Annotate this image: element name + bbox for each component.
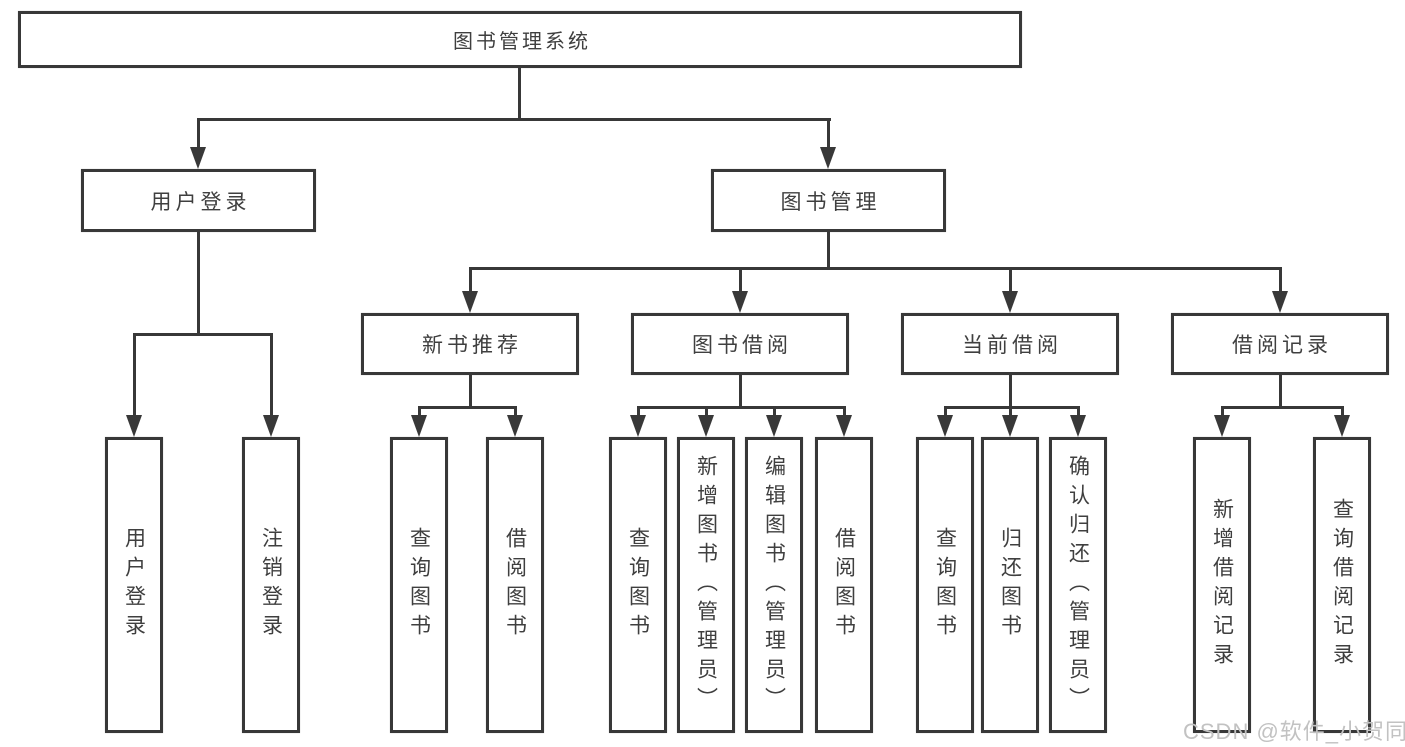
connector-line xyxy=(469,267,472,293)
leaf-query-borrow-record: 查询借阅记录 xyxy=(1313,437,1371,733)
node-label: 用户登录 xyxy=(122,527,146,643)
connector-line xyxy=(418,406,421,416)
leaf-borrow-books-borrowing: 借阅图书 xyxy=(815,437,873,733)
leaf-borrow-books-recommend: 借阅图书 xyxy=(486,437,544,733)
arrow-head-icon xyxy=(263,415,279,437)
connector-line xyxy=(1279,375,1282,409)
connector-line xyxy=(705,406,708,416)
arrow-head-icon xyxy=(1070,415,1086,437)
node-label: 用户登录 xyxy=(150,190,251,214)
connector-line xyxy=(827,118,830,150)
arrow-head-icon xyxy=(630,415,646,437)
connector-line xyxy=(469,375,472,409)
arrow-head-icon xyxy=(1334,415,1350,437)
arrow-head-icon xyxy=(820,147,836,169)
node-label: 查询图书 xyxy=(626,527,650,643)
arrow-head-icon xyxy=(1214,415,1230,437)
arrow-head-icon xyxy=(507,415,523,437)
arrow-head-icon xyxy=(937,415,953,437)
leaf-query-books-recommend: 查询图书 xyxy=(390,437,448,733)
node-label: 图书管理 xyxy=(780,190,881,214)
connector-line xyxy=(469,267,1282,270)
connector-line xyxy=(1009,267,1012,293)
node-label: 归还图书 xyxy=(998,527,1022,643)
connector-line xyxy=(1009,406,1012,416)
node-label: 确认归还（管理员） xyxy=(1066,454,1090,716)
arrow-head-icon xyxy=(836,415,852,437)
node-label: 查询借阅记录 xyxy=(1330,498,1354,672)
arrow-head-icon xyxy=(1272,291,1288,313)
csdn-watermark: CSDN @软件_小贺同学 xyxy=(1183,719,1405,744)
connector-line xyxy=(944,406,947,416)
connector-line xyxy=(518,68,521,121)
connector-line xyxy=(133,333,136,415)
arrow-head-icon xyxy=(732,291,748,313)
leaf-query-books-borrowing: 查询图书 xyxy=(609,437,667,733)
connector-line xyxy=(1221,406,1224,416)
node-current-borrowing: 当前借阅 xyxy=(901,313,1119,375)
arrow-head-icon xyxy=(698,415,714,437)
arrow-head-icon xyxy=(411,415,427,437)
connector-line xyxy=(270,333,273,415)
node-library-management-system: 图书管理系统 xyxy=(18,11,1022,68)
leaf-logout: 注销登录 xyxy=(242,437,300,733)
node-label: 当前借阅 xyxy=(962,334,1062,357)
connector-line xyxy=(133,333,273,336)
connector-line xyxy=(197,118,200,150)
leaf-user-login: 用户登录 xyxy=(105,437,163,733)
node-label: 借阅图书 xyxy=(832,527,856,643)
leaf-add-book-admin: 新增图书（管理员） xyxy=(677,437,735,733)
connector-line xyxy=(514,406,517,416)
connector-line xyxy=(197,118,831,121)
connector-line xyxy=(739,375,742,409)
node-label: 新增借阅记录 xyxy=(1210,498,1234,672)
connector-line xyxy=(739,267,742,293)
connector-line xyxy=(1077,406,1080,416)
connector-line xyxy=(944,406,1080,409)
connector-line xyxy=(843,406,846,416)
node-label: 编辑图书（管理员） xyxy=(762,454,786,716)
leaf-add-borrow-record: 新增借阅记录 xyxy=(1193,437,1251,733)
node-label: 借阅图书 xyxy=(503,527,527,643)
connector-line xyxy=(197,232,200,336)
arrow-head-icon xyxy=(1002,415,1018,437)
arrow-head-icon xyxy=(766,415,782,437)
arrow-head-icon xyxy=(462,291,478,313)
leaf-query-books-current: 查询图书 xyxy=(916,437,974,733)
arrow-head-icon xyxy=(1002,291,1018,313)
connector-line xyxy=(1221,406,1344,409)
connector-line xyxy=(1341,406,1344,416)
node-borrowing-records: 借阅记录 xyxy=(1171,313,1389,375)
node-label: 新增图书（管理员） xyxy=(694,454,718,716)
node-label: 查询图书 xyxy=(933,527,957,643)
leaf-edit-book-admin: 编辑图书（管理员） xyxy=(745,437,803,733)
connector-line xyxy=(418,406,517,409)
node-user-login: 用户登录 xyxy=(81,169,316,232)
connector-line xyxy=(637,406,640,416)
connector-line xyxy=(1279,267,1282,293)
node-book-management: 图书管理 xyxy=(711,169,946,232)
connector-line xyxy=(773,406,776,416)
node-label: 图书借阅 xyxy=(692,334,792,357)
node-label: 图书管理系统 xyxy=(453,31,591,53)
leaf-confirm-return-admin: 确认归还（管理员） xyxy=(1049,437,1107,733)
connector-line xyxy=(827,232,830,270)
arrow-head-icon xyxy=(190,147,206,169)
node-label: 注销登录 xyxy=(259,527,283,643)
node-label: 查询图书 xyxy=(407,527,431,643)
arrow-head-icon xyxy=(126,415,142,437)
connector-line xyxy=(637,406,846,409)
node-new-book-recommendation: 新书推荐 xyxy=(361,313,579,375)
leaf-return-book: 归还图书 xyxy=(981,437,1039,733)
connector-line xyxy=(1009,375,1012,409)
node-book-borrowing: 图书借阅 xyxy=(631,313,849,375)
node-label: 借阅记录 xyxy=(1232,334,1332,357)
node-label: 新书推荐 xyxy=(422,334,522,357)
